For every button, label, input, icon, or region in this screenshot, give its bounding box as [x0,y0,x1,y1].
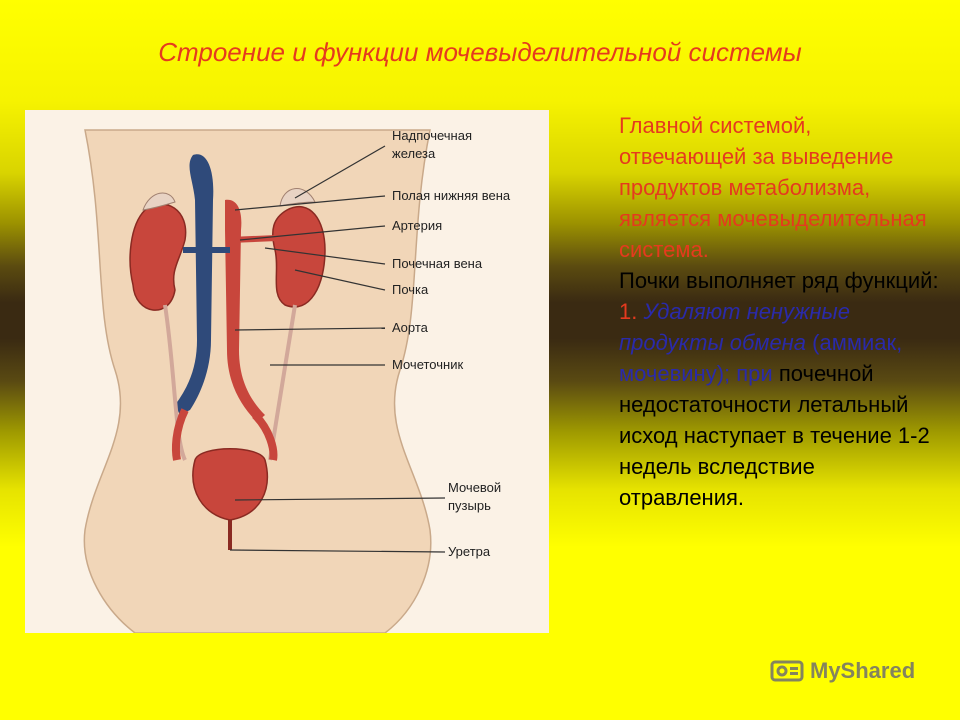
function-item-italic: Удаляют ненужные продукты обмена [619,299,850,355]
label-bladder-1: Мочевой [448,480,502,495]
slide-body-text: Главной системой, отвечающей за выведени… [619,110,939,513]
function-item-1: 1. Удаляют ненужные продукты обмена (амм… [619,296,939,513]
function-item-paren: (аммиак, мочевину); при [619,330,903,386]
kidneys-functions-line: Почки выполняет ряд функций: [619,268,939,293]
label-vena-cava: Полая нижняя вена [392,188,511,203]
label-adrenal-1: Надпочечная [392,128,472,143]
label-urethra: Уретра [448,544,491,559]
label-renal-vein: Почечная вена [392,256,483,271]
label-bladder-2: пузырь [448,498,491,513]
label-kidney: Почка [392,282,429,297]
urinary-system-illustration: Надпочечная железа Полая нижняя вена Арт… [25,110,549,633]
label-artery: Артерия [392,218,443,233]
slide-title: Строение и функции мочевыделительной сис… [158,37,802,67]
label-adrenal-2: железа [392,146,436,161]
watermark-text: MyShared [810,658,916,683]
function-item-rest: почечной недостаточности летальный исход… [619,361,930,510]
projector-icon [770,660,804,682]
anatomy-drawing [83,129,446,633]
label-aorta: Аорта [392,320,428,335]
intro-paragraph: Главной системой, отвечающей за выведени… [619,113,927,262]
label-ureter: Мочеточник [392,357,464,372]
function-item-number: 1. [619,299,638,324]
watermark-logo: MyShared [770,656,915,686]
